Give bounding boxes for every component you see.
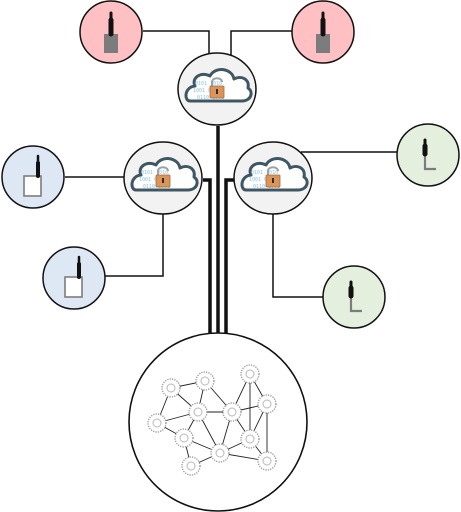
blue-device-bottom xyxy=(42,246,106,310)
sensor-block-icon xyxy=(316,11,330,53)
cloud-node-top xyxy=(177,52,257,126)
network-node xyxy=(128,332,308,512)
red-device-left xyxy=(79,0,143,64)
sensor-box-icon xyxy=(64,255,83,298)
sensor-probe-icon xyxy=(348,280,362,313)
blue-device-top xyxy=(1,145,65,209)
mesh-node xyxy=(181,456,201,476)
backbone-right-cloud-to-network xyxy=(224,178,236,334)
sensor-box-icon xyxy=(23,154,42,197)
link-red-left-to-top-cloud xyxy=(143,30,210,55)
cloud-node-right xyxy=(233,141,313,215)
mesh-node xyxy=(257,451,277,471)
sensor-block-icon xyxy=(104,11,118,53)
mesh-node xyxy=(222,402,242,422)
mesh-node xyxy=(240,364,260,384)
mesh-node xyxy=(195,371,215,391)
mesh-node xyxy=(174,428,194,448)
mesh-node xyxy=(210,443,230,463)
backbone-left-cloud-to-network xyxy=(203,178,212,334)
green-device-bottom xyxy=(322,265,386,329)
link-green-bottom-to-right-cloud xyxy=(272,214,324,298)
mesh-node xyxy=(147,413,167,433)
backbone-links xyxy=(203,126,236,334)
mesh-node xyxy=(257,394,277,414)
link-blue-bottom-to-left-cloud xyxy=(105,213,164,277)
green-device-top xyxy=(396,123,460,187)
mesh-node xyxy=(188,402,208,422)
mesh-node xyxy=(161,378,181,398)
red-device-right xyxy=(291,0,355,64)
mesh-node xyxy=(240,429,260,449)
cloud-node-left xyxy=(123,141,203,215)
link-red-right-to-top-cloud xyxy=(230,30,293,55)
sensor-probe-icon xyxy=(422,138,436,171)
connections xyxy=(65,30,398,298)
